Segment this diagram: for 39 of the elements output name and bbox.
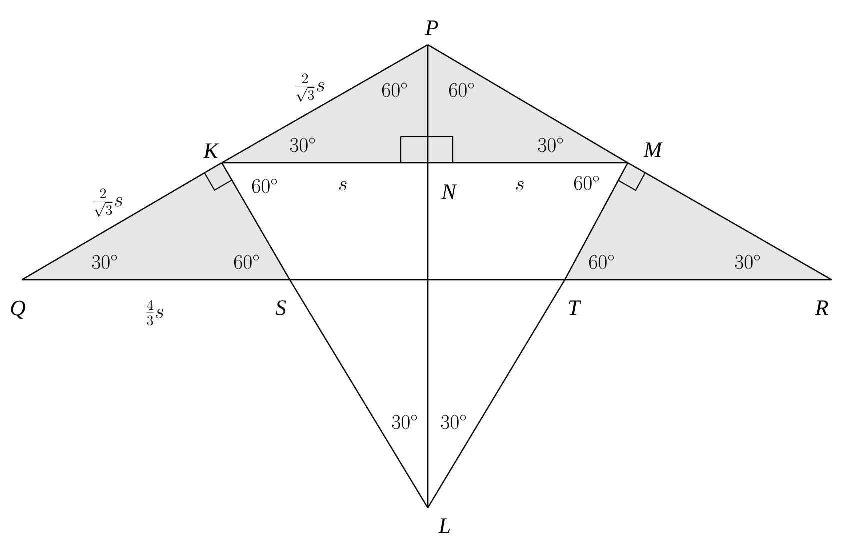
angle-label: $30^\circ$ bbox=[392, 415, 418, 430]
line-segment bbox=[428, 280, 566, 508]
line-segment bbox=[290, 279, 565, 281]
point-label: K bbox=[203, 144, 220, 158]
angle-label: $60^\circ$ bbox=[449, 83, 474, 98]
angle-label: $60^\circ$ bbox=[589, 255, 614, 270]
angle-label: $30^\circ$ bbox=[92, 255, 118, 270]
line-segment bbox=[222, 44, 428, 164]
line-segment bbox=[427, 163, 429, 508]
angle-label: $60^\circ$ bbox=[234, 255, 260, 270]
point-label: R bbox=[815, 300, 828, 316]
line-segment bbox=[428, 44, 628, 164]
point-label: N bbox=[442, 184, 458, 200]
length-label: $\frac{4}{3}s$ bbox=[146, 300, 164, 326]
length-label: $\frac{2}{\sqrt{3}}s$ bbox=[296, 74, 324, 102]
length-label: $\frac{2}{\sqrt{3}}s$ bbox=[94, 188, 122, 217]
angle-label: $60^\circ$ bbox=[382, 83, 408, 98]
line-segment bbox=[427, 45, 429, 163]
point-label: Q bbox=[11, 300, 26, 320]
line-segment bbox=[628, 162, 832, 280]
line-segment bbox=[22, 279, 290, 281]
line-segment bbox=[22, 162, 222, 280]
length-label: $s$ bbox=[516, 181, 524, 191]
line-segment bbox=[564, 162, 628, 280]
angle-label: $30^\circ$ bbox=[441, 415, 466, 430]
point-label: S bbox=[276, 300, 286, 316]
point-label: P bbox=[425, 20, 438, 36]
point-label: L bbox=[438, 518, 450, 534]
angle-label: $30^\circ$ bbox=[538, 138, 564, 152]
angle-label: $60^\circ$ bbox=[574, 176, 600, 190]
point-label: M bbox=[644, 142, 664, 158]
line-segment bbox=[565, 279, 832, 281]
point-label: T bbox=[569, 300, 582, 316]
angle-label: $60^\circ$ bbox=[252, 179, 278, 194]
angle-label: $30^\circ$ bbox=[290, 138, 316, 152]
length-label: $s$ bbox=[339, 181, 347, 191]
angle-label: $30^\circ$ bbox=[735, 255, 760, 270]
line-segment bbox=[222, 162, 290, 280]
line-segment bbox=[290, 280, 428, 508]
